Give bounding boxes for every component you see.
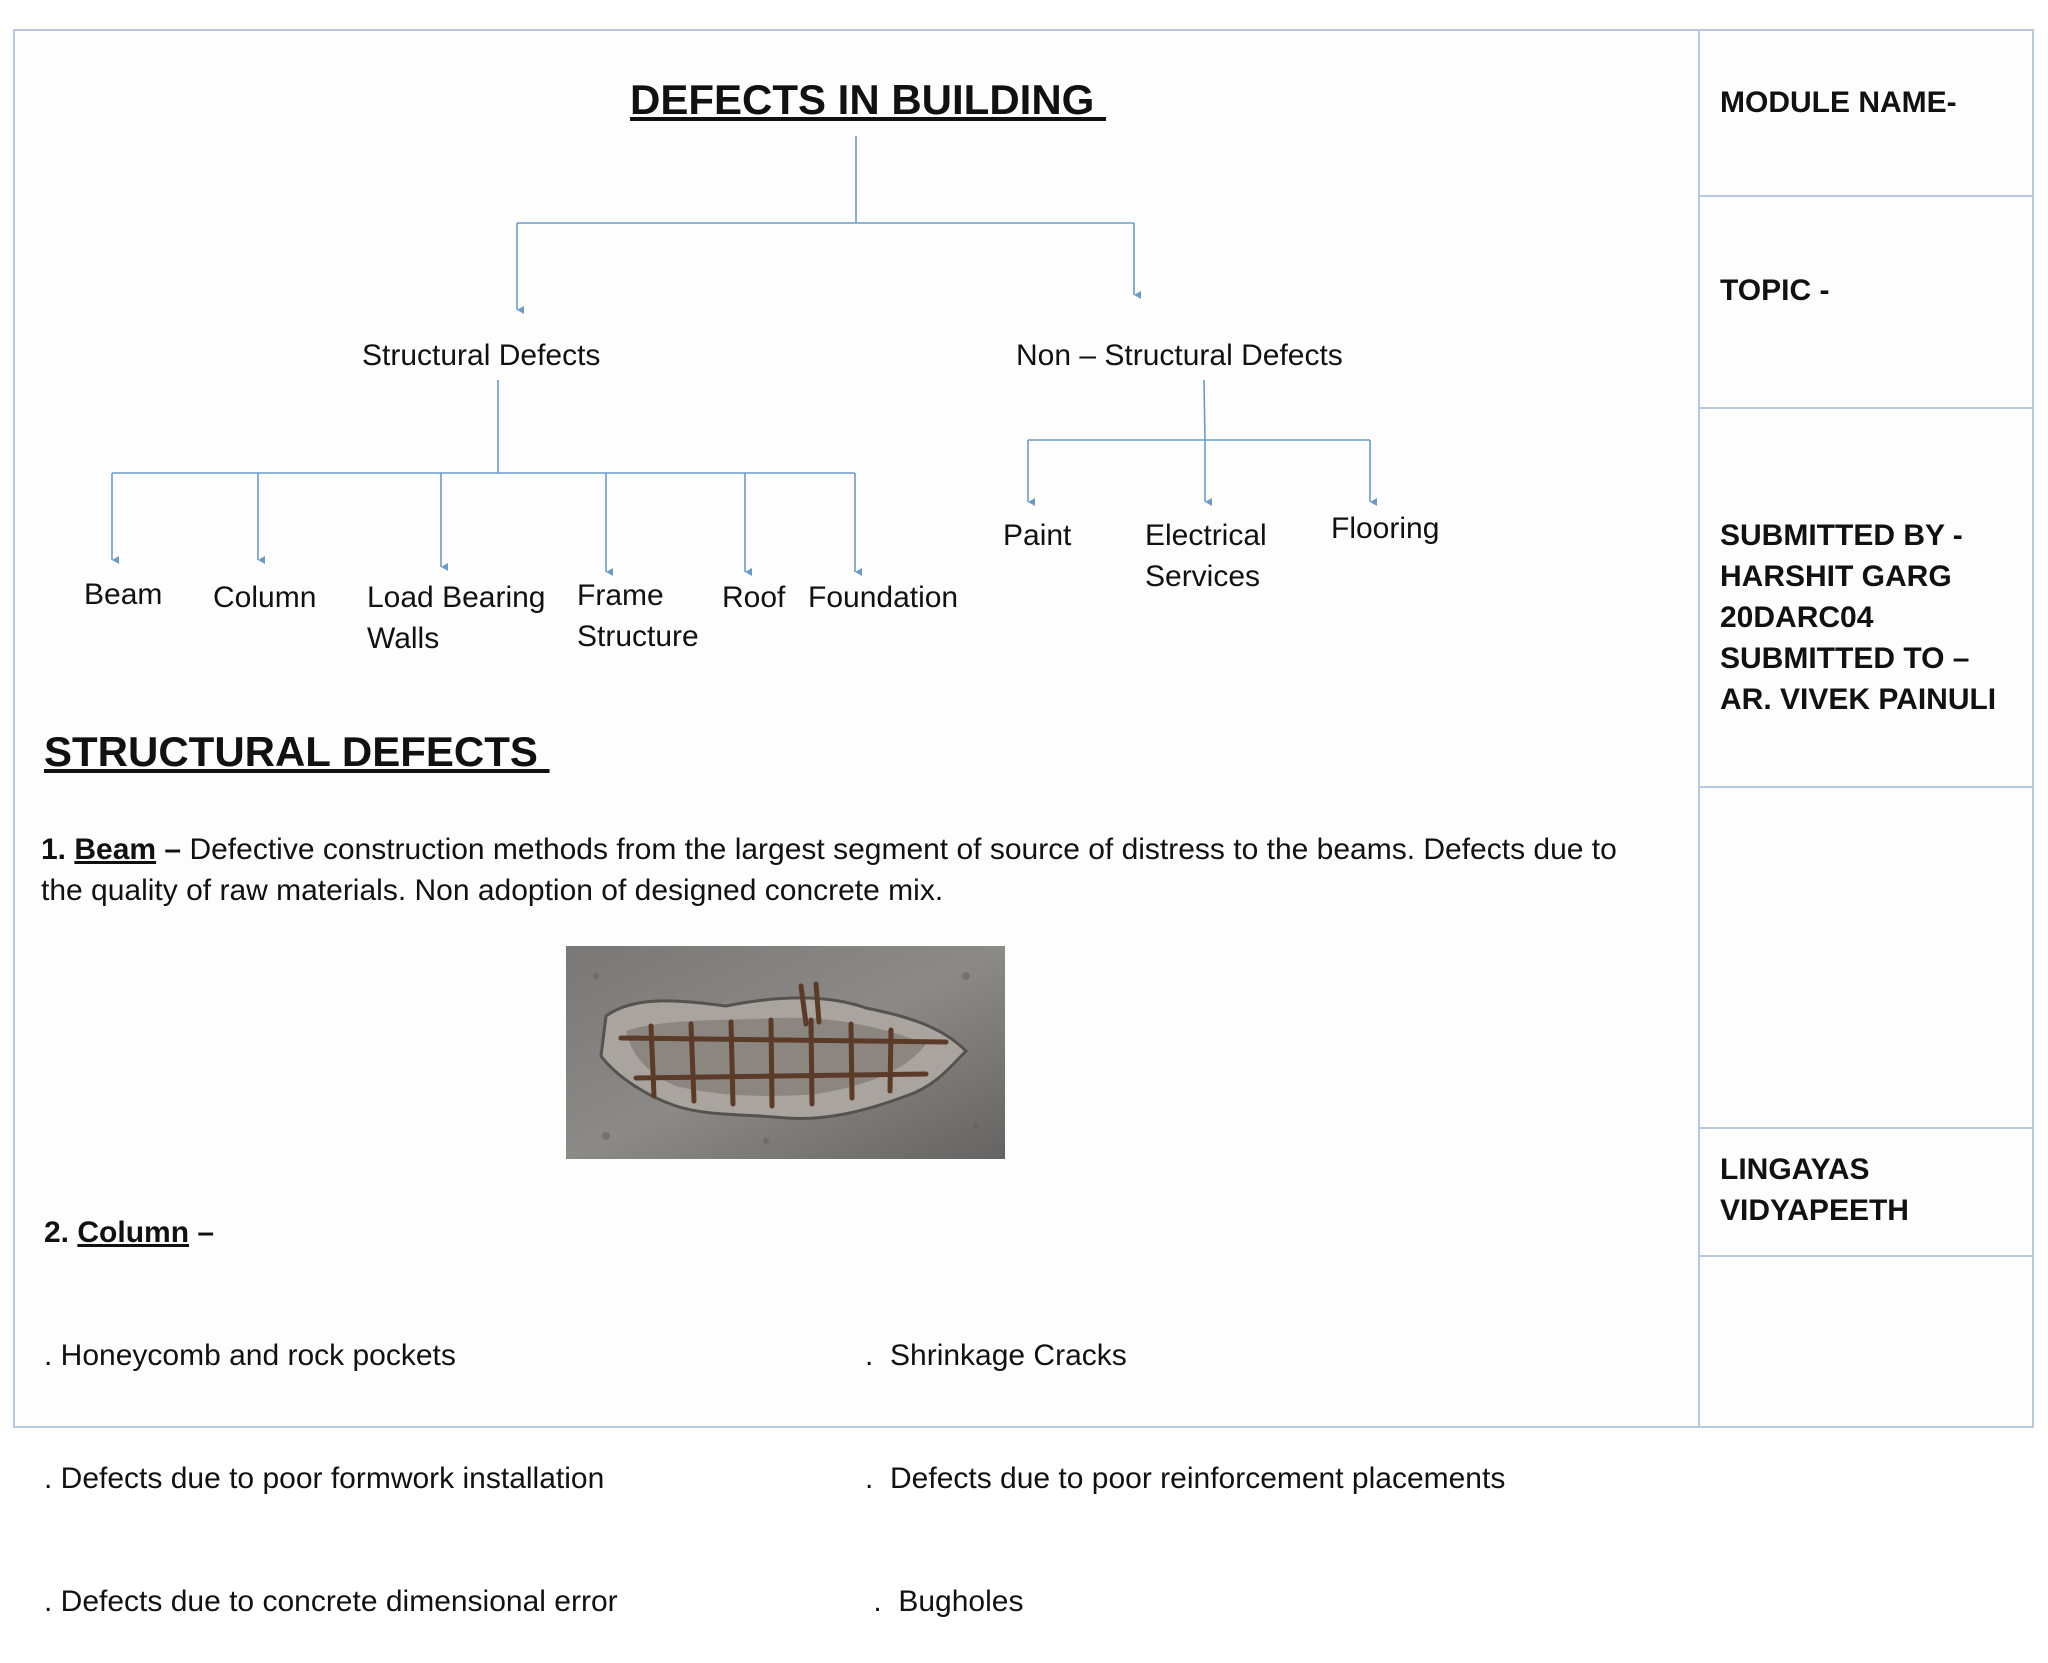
diagram-connectors: [111, 136, 1377, 576]
node-load-bearing-walls: Load Bearing Walls: [367, 581, 546, 655]
beam-defect-photo: [566, 946, 1005, 1159]
node-non-structural-defects: Non – Structural Defects: [1016, 339, 1343, 372]
submission-info: SUBMITTED BY - HARSHIT GARG 20DARC04 SUB…: [1720, 515, 1996, 720]
page-frame: [13, 29, 2034, 1428]
footer-cell: [1698, 1257, 2034, 1428]
submission-cell: SUBMITTED BY - HARSHIT GARG 20DARC04 SUB…: [1698, 409, 2034, 788]
institution-line-1: LINGAYAS: [1720, 1153, 1870, 1186]
column-term: Column: [77, 1216, 190, 1249]
student-name: HARSHIT GARG: [1720, 560, 1952, 593]
column-defect-item: . Shrinkage Cracks: [865, 1339, 1127, 1372]
diagram-title: DEFECTS IN BUILDING: [630, 76, 1107, 123]
column-defects-right: . Shrinkage Cracks . Defects due to poor…: [865, 1253, 1505, 1663]
submitted-to-label: SUBMITTED TO –: [1720, 642, 1970, 675]
column-heading: 2. Column –: [44, 1212, 214, 1253]
topic-cell: TOPIC -: [1698, 197, 2034, 409]
node-roof: Roof: [722, 581, 786, 614]
instructor-name: AR. VIVEK PAINULI: [1720, 683, 1997, 716]
column-defects-left: . Honeycomb and rock pockets . Defects d…: [44, 1253, 618, 1663]
column-defect-item: . Defects due to poor reinforcement plac…: [865, 1462, 1506, 1495]
section-heading: STRUCTURAL DEFECTS: [44, 728, 550, 775]
column-dash: –: [189, 1216, 215, 1249]
beam-number: 1.: [41, 833, 67, 866]
topic-label: TOPIC -: [1720, 274, 1830, 307]
student-id: 20DARC04: [1720, 601, 1874, 634]
module-name-label: MODULE NAME-: [1720, 86, 1957, 119]
node-column: Column: [213, 581, 317, 614]
node-frame-structure: Frame Structure: [577, 579, 699, 653]
beam-term: Beam: [74, 833, 157, 866]
column-defect-item: . Defects due to poor formwork installat…: [44, 1462, 605, 1495]
blank-cell: [1698, 788, 2034, 1129]
institution-cell: LINGAYAS VIDYAPEETH: [1698, 1129, 2034, 1257]
column-defect-item: . Honeycomb and rock pockets: [44, 1339, 456, 1372]
node-structural-defects: Structural Defects: [362, 339, 601, 372]
node-foundation: Foundation: [808, 581, 959, 614]
beam-description: Defective construction methods from the …: [41, 833, 1617, 907]
info-sidebar: MODULE NAME- TOPIC - SUBMITTED BY - HARS…: [1698, 29, 2034, 1428]
institution-name: LINGAYAS VIDYAPEETH: [1720, 1149, 1909, 1231]
column-number: 2.: [44, 1216, 70, 1249]
node-beam: Beam: [84, 578, 163, 611]
beam-dash: –: [156, 833, 182, 866]
node-flooring: Flooring: [1331, 512, 1440, 545]
beam-paragraph: 1. Beam – Defective construction methods…: [41, 829, 1661, 911]
column-defect-item: . Bugholes: [865, 1585, 1024, 1618]
institution-line-2: VIDYAPEETH: [1720, 1194, 1909, 1227]
submitted-by-label: SUBMITTED BY -: [1720, 519, 1963, 552]
node-electrical-services: Electrical Services: [1145, 519, 1267, 593]
node-paint: Paint: [1003, 519, 1072, 552]
column-defect-item: . Defects due to concrete dimensional er…: [44, 1585, 618, 1618]
module-name-cell: MODULE NAME-: [1698, 29, 2034, 197]
